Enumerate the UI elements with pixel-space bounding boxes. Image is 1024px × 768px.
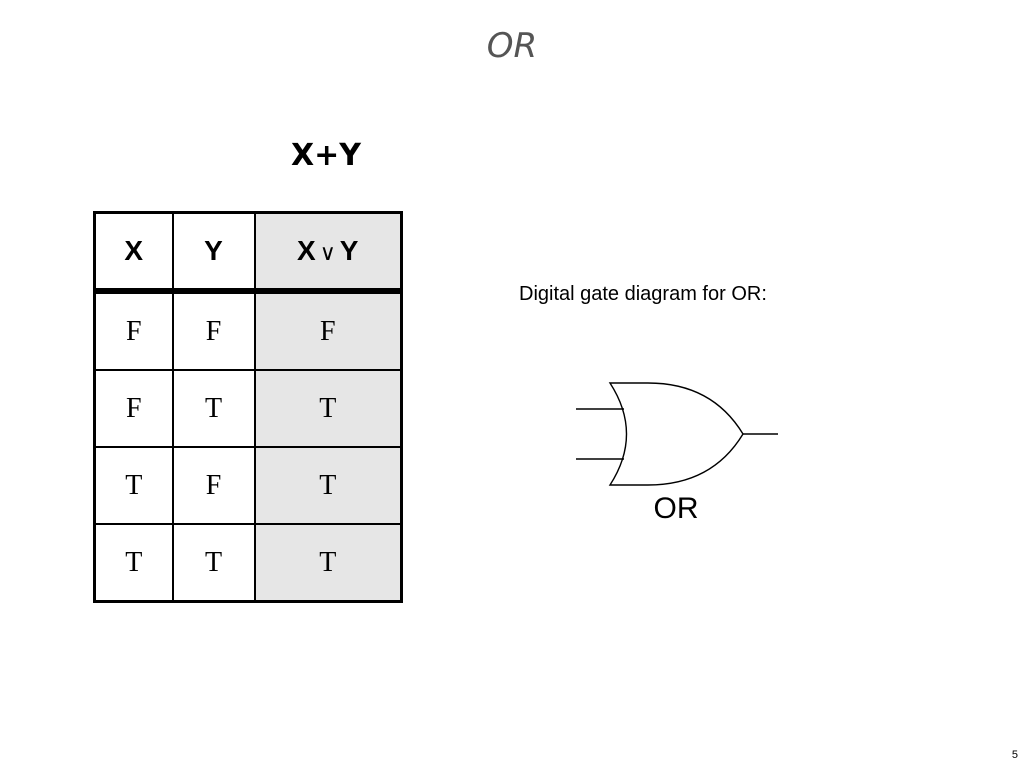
- page-number: 5: [1011, 749, 1018, 761]
- or-operator-symbol: ∨: [319, 240, 336, 265]
- cell-x: F: [93, 369, 174, 448]
- or-gate-body: [608, 382, 744, 486]
- header-result: X∨Y: [253, 211, 403, 294]
- cell-result: T: [253, 369, 403, 448]
- boolean-expression: X+Y: [291, 138, 361, 173]
- gate-label: OR: [653, 492, 699, 525]
- cell-y: T: [171, 523, 256, 603]
- cell-x: T: [93, 523, 174, 603]
- cell-y: F: [171, 290, 256, 371]
- cell-y: T: [171, 369, 256, 448]
- header-y: Y: [171, 211, 256, 294]
- table-row: T T T: [93, 523, 403, 603]
- table-header-row: X Y X∨Y: [93, 211, 403, 294]
- table-row: F T T: [93, 369, 403, 448]
- table-row: T F T: [93, 446, 403, 525]
- cell-result: F: [253, 290, 403, 371]
- slide-title: OR: [486, 26, 538, 66]
- header-result-right: Y: [339, 235, 359, 266]
- cell-x: F: [93, 290, 174, 371]
- truth-table: X Y X∨Y F F F F T T T F T: [93, 211, 403, 603]
- cell-result: T: [253, 446, 403, 525]
- cell-x: T: [93, 446, 174, 525]
- header-x: X: [93, 211, 174, 294]
- header-result-left: X: [297, 235, 316, 266]
- gate-caption: Digital gate diagram for OR:: [519, 283, 767, 305]
- cell-result: T: [253, 523, 403, 603]
- cell-y: F: [171, 446, 256, 525]
- table-row: F F F: [93, 290, 403, 371]
- or-gate-icon: [576, 382, 778, 486]
